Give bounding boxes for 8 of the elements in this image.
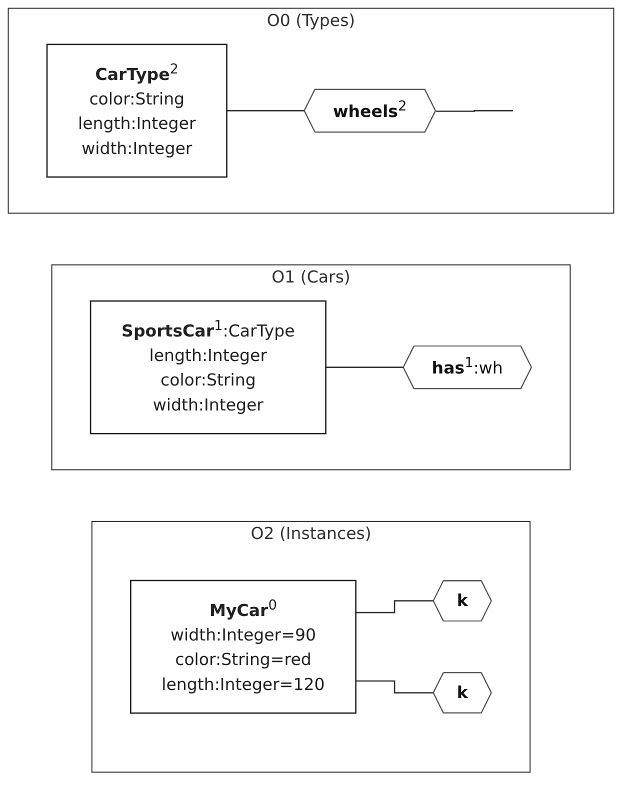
- connector: [326, 366, 404, 368]
- connector: [356, 680, 434, 694]
- connector: [226, 110, 306, 112]
- node-box: MyCar$^{0}$ width:Integer=90 color:String=red length:Integer=120: [130, 580, 356, 714]
- connector: [436, 110, 514, 112]
- node-box: SportsCar$^{1}$:CarType length:Integer color:String width:Integer: [90, 300, 326, 434]
- node-box: CarType$^{2}$ color:String length:Integer width:Integer: [46, 44, 228, 178]
- connector: [356, 600, 434, 614]
